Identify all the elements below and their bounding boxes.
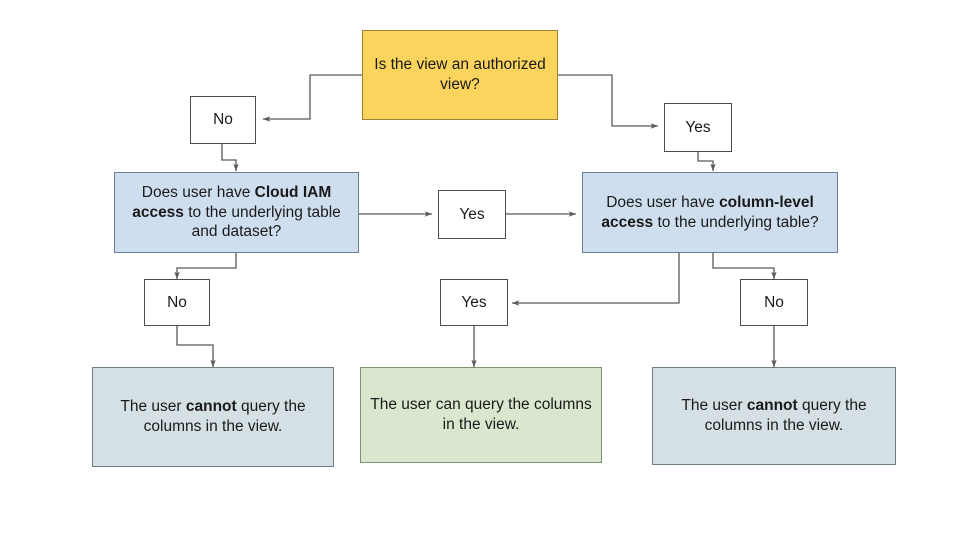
node-outcome-can-query[interactable]: The user can query the columns in the vi… (360, 367, 602, 463)
edge-iam-to-no-left (174, 253, 237, 280)
node-cloud-iam-access-label: Does user have Cloud IAM access to the u… (132, 183, 341, 241)
node-is-authorized-view[interactable]: Is the view an authorized view? (362, 30, 558, 120)
node-answer-no-top[interactable]: No (190, 96, 256, 144)
node-answer-no-right-label: No (764, 293, 784, 311)
edge-column-to-no-right (712, 253, 777, 280)
node-column-level-access-label: Does user have column-level access to th… (601, 193, 819, 231)
node-answer-yes-top[interactable]: Yes (664, 103, 732, 152)
node-outcome-cannot-query-left-label: The user cannot query the columns in the… (120, 398, 306, 435)
edge-no-top-to-iam (221, 144, 239, 172)
node-answer-no-top-label: No (213, 111, 233, 129)
node-outcome-can-query-label: The user can query the columns in the vi… (370, 396, 592, 433)
edge-column-to-yes-bottom (511, 253, 680, 306)
node-is-authorized-view-label: Is the view an authorized view? (374, 56, 546, 93)
node-answer-yes-middle[interactable]: Yes (438, 190, 506, 239)
edge-start-to-yes-top (558, 74, 659, 129)
node-answer-no-left[interactable]: No (144, 279, 210, 326)
node-outcome-cannot-query-right-label: The user cannot query the columns in the… (681, 397, 867, 434)
node-answer-yes-top-label: Yes (685, 118, 711, 136)
node-answer-no-right[interactable]: No (740, 279, 808, 326)
edge-yes-top-to-column (697, 152, 716, 172)
node-answer-yes-bottom-label: Yes (461, 293, 487, 311)
edge-start-to-no-top (262, 74, 362, 122)
node-outcome-cannot-query-left[interactable]: The user cannot query the columns in the… (92, 367, 334, 467)
node-answer-no-left-label: No (167, 293, 187, 311)
node-outcome-cannot-query-right[interactable]: The user cannot query the columns in the… (652, 367, 896, 465)
node-cloud-iam-access[interactable]: Does user have Cloud IAM access to the u… (114, 172, 359, 253)
node-answer-yes-bottom[interactable]: Yes (440, 279, 508, 326)
node-column-level-access[interactable]: Does user have column-level access to th… (582, 172, 838, 253)
node-answer-yes-middle-label: Yes (459, 205, 485, 223)
edge-no-left-to-outcome-left (176, 326, 216, 368)
